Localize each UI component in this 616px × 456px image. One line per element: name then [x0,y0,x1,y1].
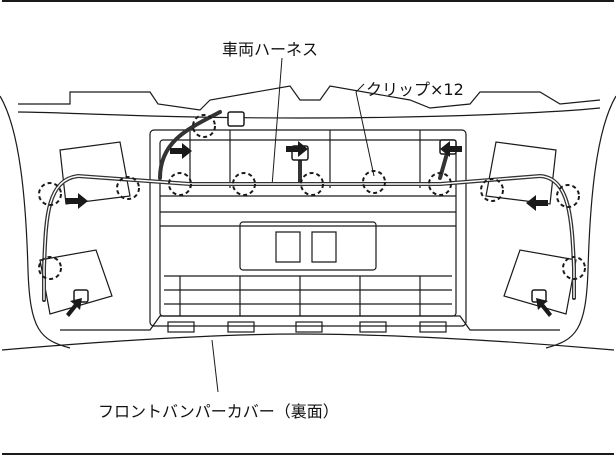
clip-circle [192,114,216,138]
clip-circle [168,172,192,196]
clip-circle [116,176,140,200]
clip-markers [38,114,586,280]
clip-circle [232,172,256,196]
arrows [66,141,552,317]
arrow-icon [286,141,308,157]
front-bumper-cover-label: フロントバンパーカバー（裏面） [98,402,339,421]
leader-lines [211,57,375,393]
clip-count-label: クリップ×12 [366,80,464,99]
clip-circle [38,182,62,206]
clip-circle [300,172,324,196]
vehicle-harness-inner [43,175,575,300]
arrow-icon [440,141,462,157]
vehicle-harness-label: 車両ハーネス [222,40,319,59]
arrow-icon [170,143,192,159]
clip-circle [480,178,504,202]
arrow-icon [526,195,548,211]
clip-circle [362,170,386,194]
clip-circle [562,256,586,280]
clip-circle [556,184,580,208]
arrow-icon [66,298,82,317]
clip-circle [428,172,452,196]
bumper-cover [0,85,616,351]
arrow-icon [66,193,88,209]
clip-circle [38,256,62,280]
arrow-icon [536,298,552,317]
